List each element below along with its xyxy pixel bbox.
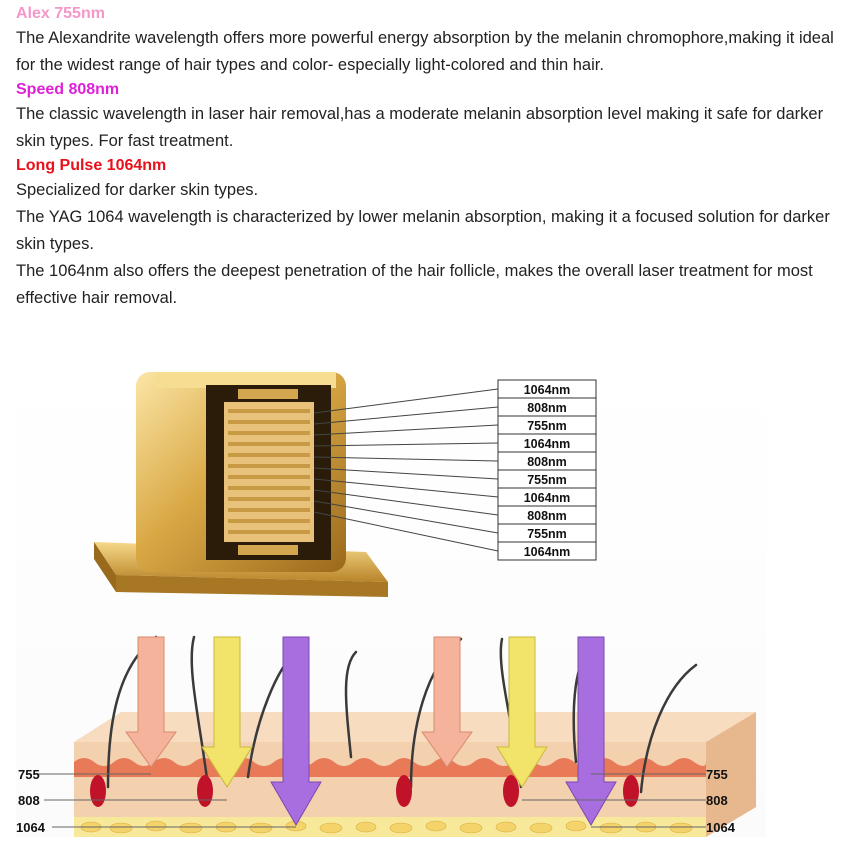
wavelength-item: 1064nm	[524, 491, 571, 505]
laser-diagram-image: 1064nm 808nm 755nm 1064nm 808nm 755nm 10…	[16, 367, 766, 837]
depth-labels-left: 755 808 1064	[16, 767, 46, 835]
arrow-1064	[270, 636, 617, 826]
paragraph-speed-808: The classic wavelength in laser hair rem…	[16, 105, 824, 150]
depth-label: 1064	[706, 820, 736, 835]
laser-arrows	[125, 636, 617, 826]
wavelength-item: 808nm	[527, 401, 567, 415]
wavelength-item: 755nm	[527, 473, 567, 487]
heading-speed-808: Speed 808nm	[16, 81, 120, 98]
paragraph-1064-a: Specialized for darker skin types.	[16, 181, 259, 199]
wavelength-item: 755nm	[527, 419, 567, 433]
wavelength-item: 1064nm	[524, 383, 571, 397]
depth-labels-right: 755 808 1064	[706, 767, 736, 835]
wavelength-item: 808nm	[527, 455, 567, 469]
wavelength-item: 755nm	[527, 527, 567, 541]
depth-label: 755	[706, 767, 728, 782]
paragraph-alex-755: The Alexandrite wavelength offers more p…	[16, 29, 834, 74]
depth-label: 1064	[16, 820, 46, 835]
depth-label: 808	[706, 793, 728, 808]
heading-long-pulse-1064: Long Pulse 1064nm	[16, 157, 167, 174]
wavelength-item: 808nm	[527, 509, 567, 523]
description-text: Alex 755nm The Alexandrite wavelength of…	[16, 3, 836, 312]
wavelength-list: 1064nm 808nm 755nm 1064nm 808nm 755nm 10…	[497, 379, 597, 561]
hair-follicles	[90, 775, 639, 807]
depth-label: 755	[18, 767, 40, 782]
laser-handpiece-tip	[94, 372, 388, 597]
wavelength-item: 1064nm	[524, 545, 571, 559]
arrow-808	[201, 636, 548, 788]
heading-alex-755: Alex 755nm	[16, 5, 105, 22]
paragraph-1064-b: The YAG 1064 wavelength is characterized…	[16, 208, 830, 253]
wavelength-item: 1064nm	[524, 437, 571, 451]
depth-lines	[38, 773, 706, 828]
wavelength-leader-lines	[313, 388, 499, 552]
paragraph-1064-c: The 1064nm also offers the deepest penet…	[16, 262, 813, 307]
arrow-755	[125, 636, 473, 768]
depth-label: 808	[18, 793, 40, 808]
